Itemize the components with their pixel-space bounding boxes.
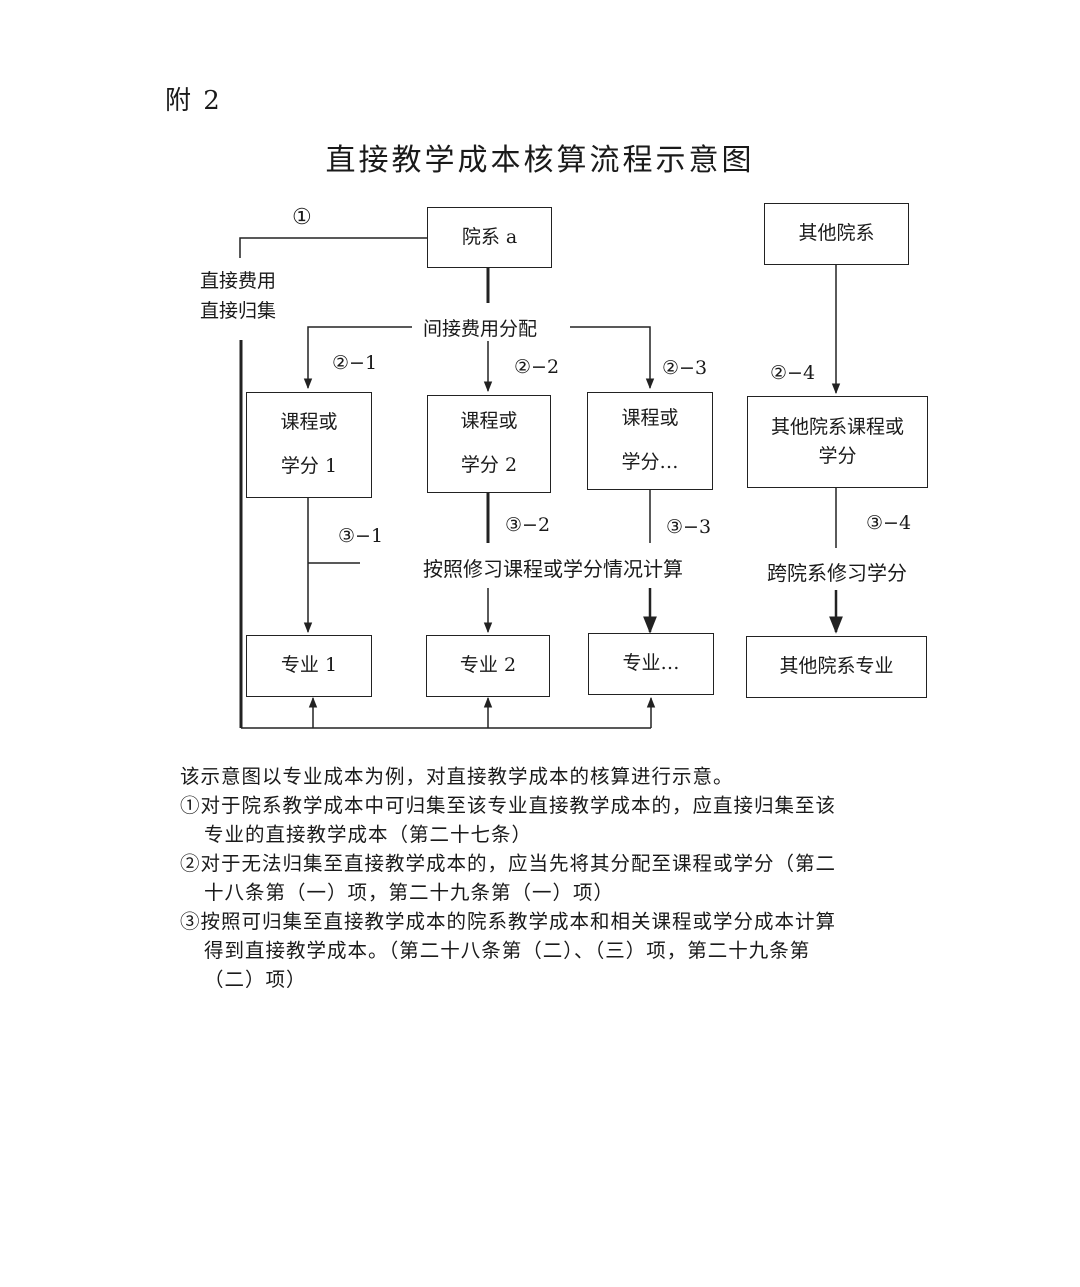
box-major-3-label: 专业… — [622, 652, 680, 675]
note-1-line1: ①对于院系教学成本中可归集至该专业直接教学成本的，应直接归集至该 — [180, 794, 837, 817]
note-1-line2: 专业的直接教学成本（第二十七条） — [204, 823, 533, 846]
indirect-cost-label: 间接费用分配 — [423, 314, 538, 341]
note-3-line2: 得到直接教学成本。（第二十八条第（二）、（三）项，第二十九条第 — [204, 939, 811, 962]
box-course-2: 课程或 学分 2 — [427, 395, 551, 493]
compute-label: 按照修习课程或学分情况计算 — [423, 553, 683, 582]
box-course-2-line2: 学分 2 — [460, 454, 518, 476]
box-major-1-label: 专业 1 — [280, 654, 338, 677]
box-other-major: 其他院系专业 — [746, 636, 927, 698]
box-dept-a: 院系 a — [427, 207, 552, 268]
box-other-course: 其他院系课程或 学分 — [747, 396, 928, 488]
box-other-course-line1: 其他院系课程或 — [770, 415, 904, 438]
step-3-4: ③−4 — [866, 512, 912, 534]
direct-line-top — [239, 237, 427, 258]
box-course-3-line1: 课程或 — [621, 407, 679, 430]
box-course-3: 课程或 学分… — [587, 392, 713, 490]
box-course-3-line2: 学分… — [621, 451, 679, 473]
step-2-3: ②−3 — [662, 357, 708, 379]
note-3-line1: ③按照可归集至直接教学成本的院系教学成本和相关课程或学分成本计算 — [180, 910, 837, 933]
box-major-2: 专业 2 — [426, 635, 550, 697]
box-other-course-line2: 学分 — [818, 445, 857, 467]
step-2-2: ②−2 — [514, 356, 560, 378]
direct-cost-label: 直接费用 直接归集 — [200, 266, 295, 326]
indirect-right — [570, 326, 655, 390]
direct-cost-line2: 直接归集 — [200, 300, 277, 322]
flow-connectors — [239, 237, 843, 729]
notes-intro: 该示意图以专业成本为例，对直接教学成本的核算进行示意。 — [180, 765, 734, 788]
direct-cost-line1: 直接费用 — [200, 270, 277, 292]
box-other-major-label: 其他院系专业 — [779, 655, 894, 678]
note-3-line3: （二）项） — [204, 968, 307, 991]
note-2-line1: ②对于无法归集至直接教学成本的，应当先将其分配至课程或学分（第二 — [180, 852, 837, 875]
step-2-4: ②−4 — [770, 362, 816, 384]
box-major-2-label: 专业 2 — [459, 654, 517, 677]
box-course-1-line1: 课程或 — [280, 411, 338, 434]
step-1: ① — [292, 205, 312, 230]
explanatory-notes: 该示意图以专业成本为例，对直接教学成本的核算进行示意。 ①对于院系教学成本中可归… — [180, 762, 900, 994]
step-3-1: ③−1 — [338, 525, 384, 547]
box-other-dept-label: 其他院系 — [798, 222, 875, 245]
box-major-1: 专业 1 — [246, 635, 372, 697]
attachment-label: 附 2 — [165, 86, 222, 116]
box-major-3: 专业… — [588, 633, 714, 695]
box-other-dept: 其他院系 — [764, 203, 909, 265]
box-course-1: 课程或 学分 1 — [246, 392, 372, 498]
indirect-left — [303, 326, 412, 390]
box-dept-a-label: 院系 a — [461, 225, 518, 248]
box-course-2-line1: 课程或 — [460, 410, 518, 433]
diagram-title: 直接教学成本核算流程示意图 — [325, 143, 755, 178]
note-2-line2: 十八条第（一）项，第二十九条第（一）项） — [204, 881, 615, 904]
cross-dept-label: 跨院系修习学分 — [767, 557, 907, 586]
box-course-1-line2: 学分 1 — [280, 455, 338, 477]
step-3-2: ③−2 — [505, 514, 551, 536]
step-3-3: ③−3 — [666, 516, 712, 538]
step-2-1: ②−1 — [332, 352, 378, 374]
